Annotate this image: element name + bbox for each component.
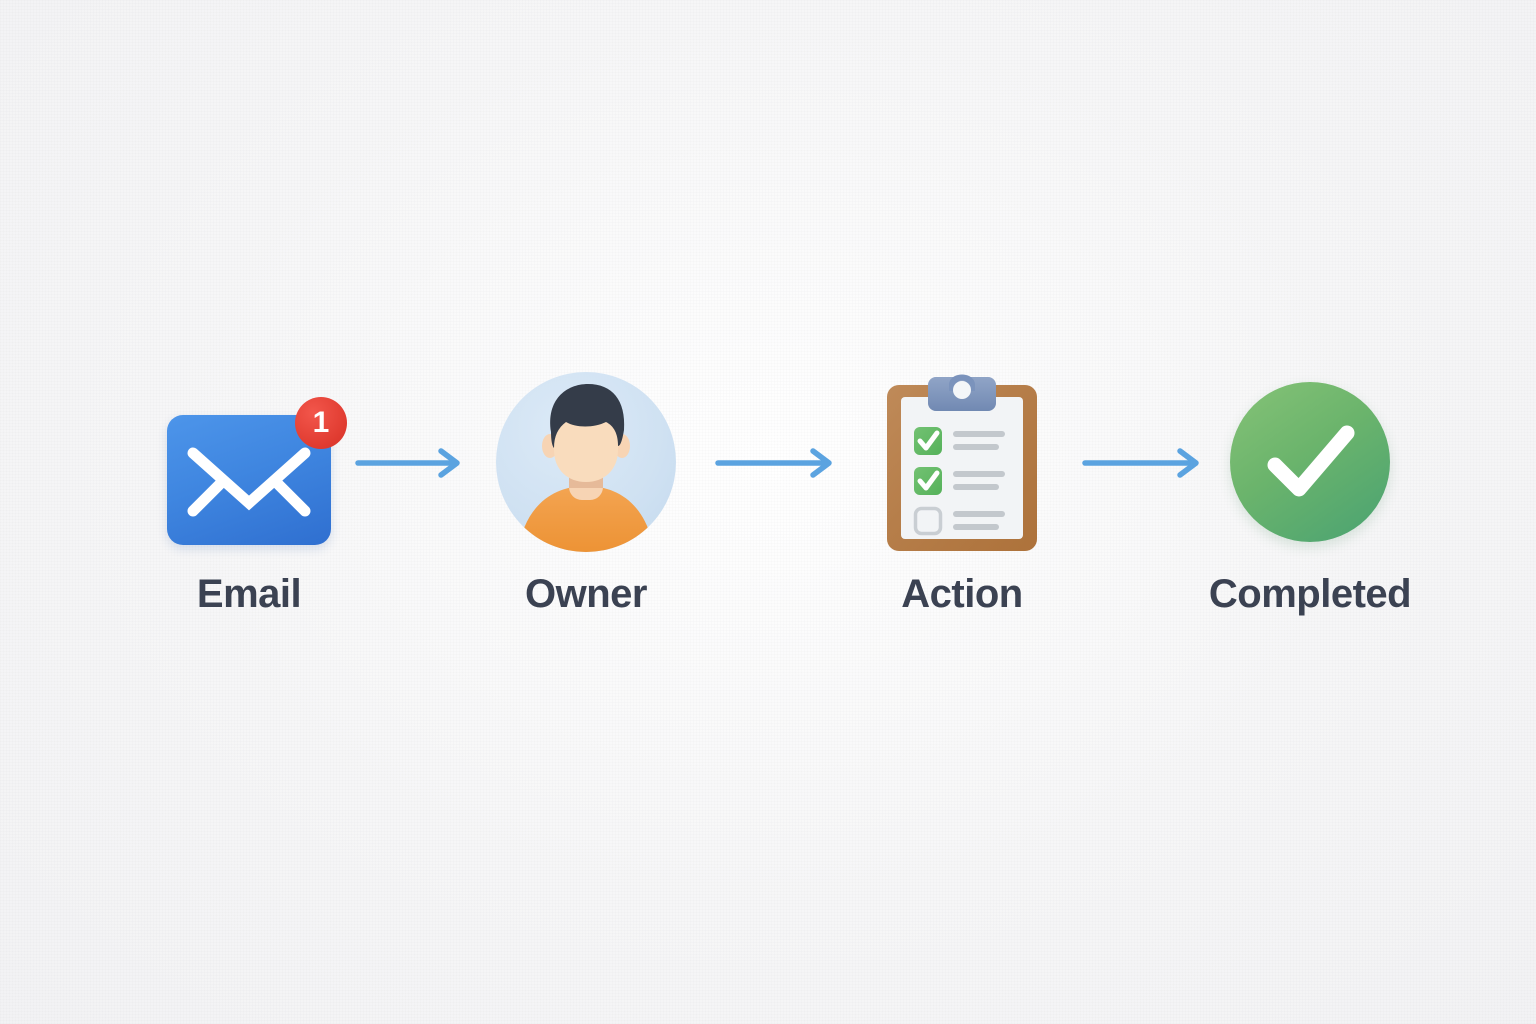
- arrow-right-icon: [715, 448, 832, 478]
- person-avatar-icon[interactable]: [496, 372, 676, 552]
- unread-count-badge: 1: [295, 397, 347, 449]
- step-email[interactable]: 1 Email: [119, 372, 379, 614]
- clipboard-checklist-icon[interactable]: [881, 369, 1043, 555]
- envelope-icon[interactable]: 1: [167, 397, 347, 545]
- step-completed[interactable]: Completed: [1180, 372, 1440, 614]
- person-figure-icon: [518, 384, 654, 552]
- arrow-right-icon: [355, 448, 460, 478]
- step-owner-label: Owner: [525, 572, 647, 616]
- step-completed-label: Completed: [1208, 572, 1412, 616]
- step-completed-icon-wrap: [1180, 372, 1440, 552]
- arrow-owner-to-action: [715, 447, 843, 479]
- step-action-label: Action: [901, 572, 1023, 616]
- check-circle-icon[interactable]: [1230, 382, 1390, 542]
- arrow-email-to-owner: [355, 447, 470, 479]
- step-owner-icon-wrap: [456, 372, 716, 552]
- step-owner[interactable]: Owner: [456, 372, 716, 614]
- step-email-icon-wrap: 1: [119, 372, 379, 552]
- step-action-icon-wrap: [832, 372, 1092, 552]
- clipboard-figure-icon: [887, 374, 1037, 551]
- step-email-label: Email: [196, 572, 302, 616]
- checkmark-icon: [1267, 425, 1355, 497]
- step-action[interactable]: Action: [832, 372, 1092, 614]
